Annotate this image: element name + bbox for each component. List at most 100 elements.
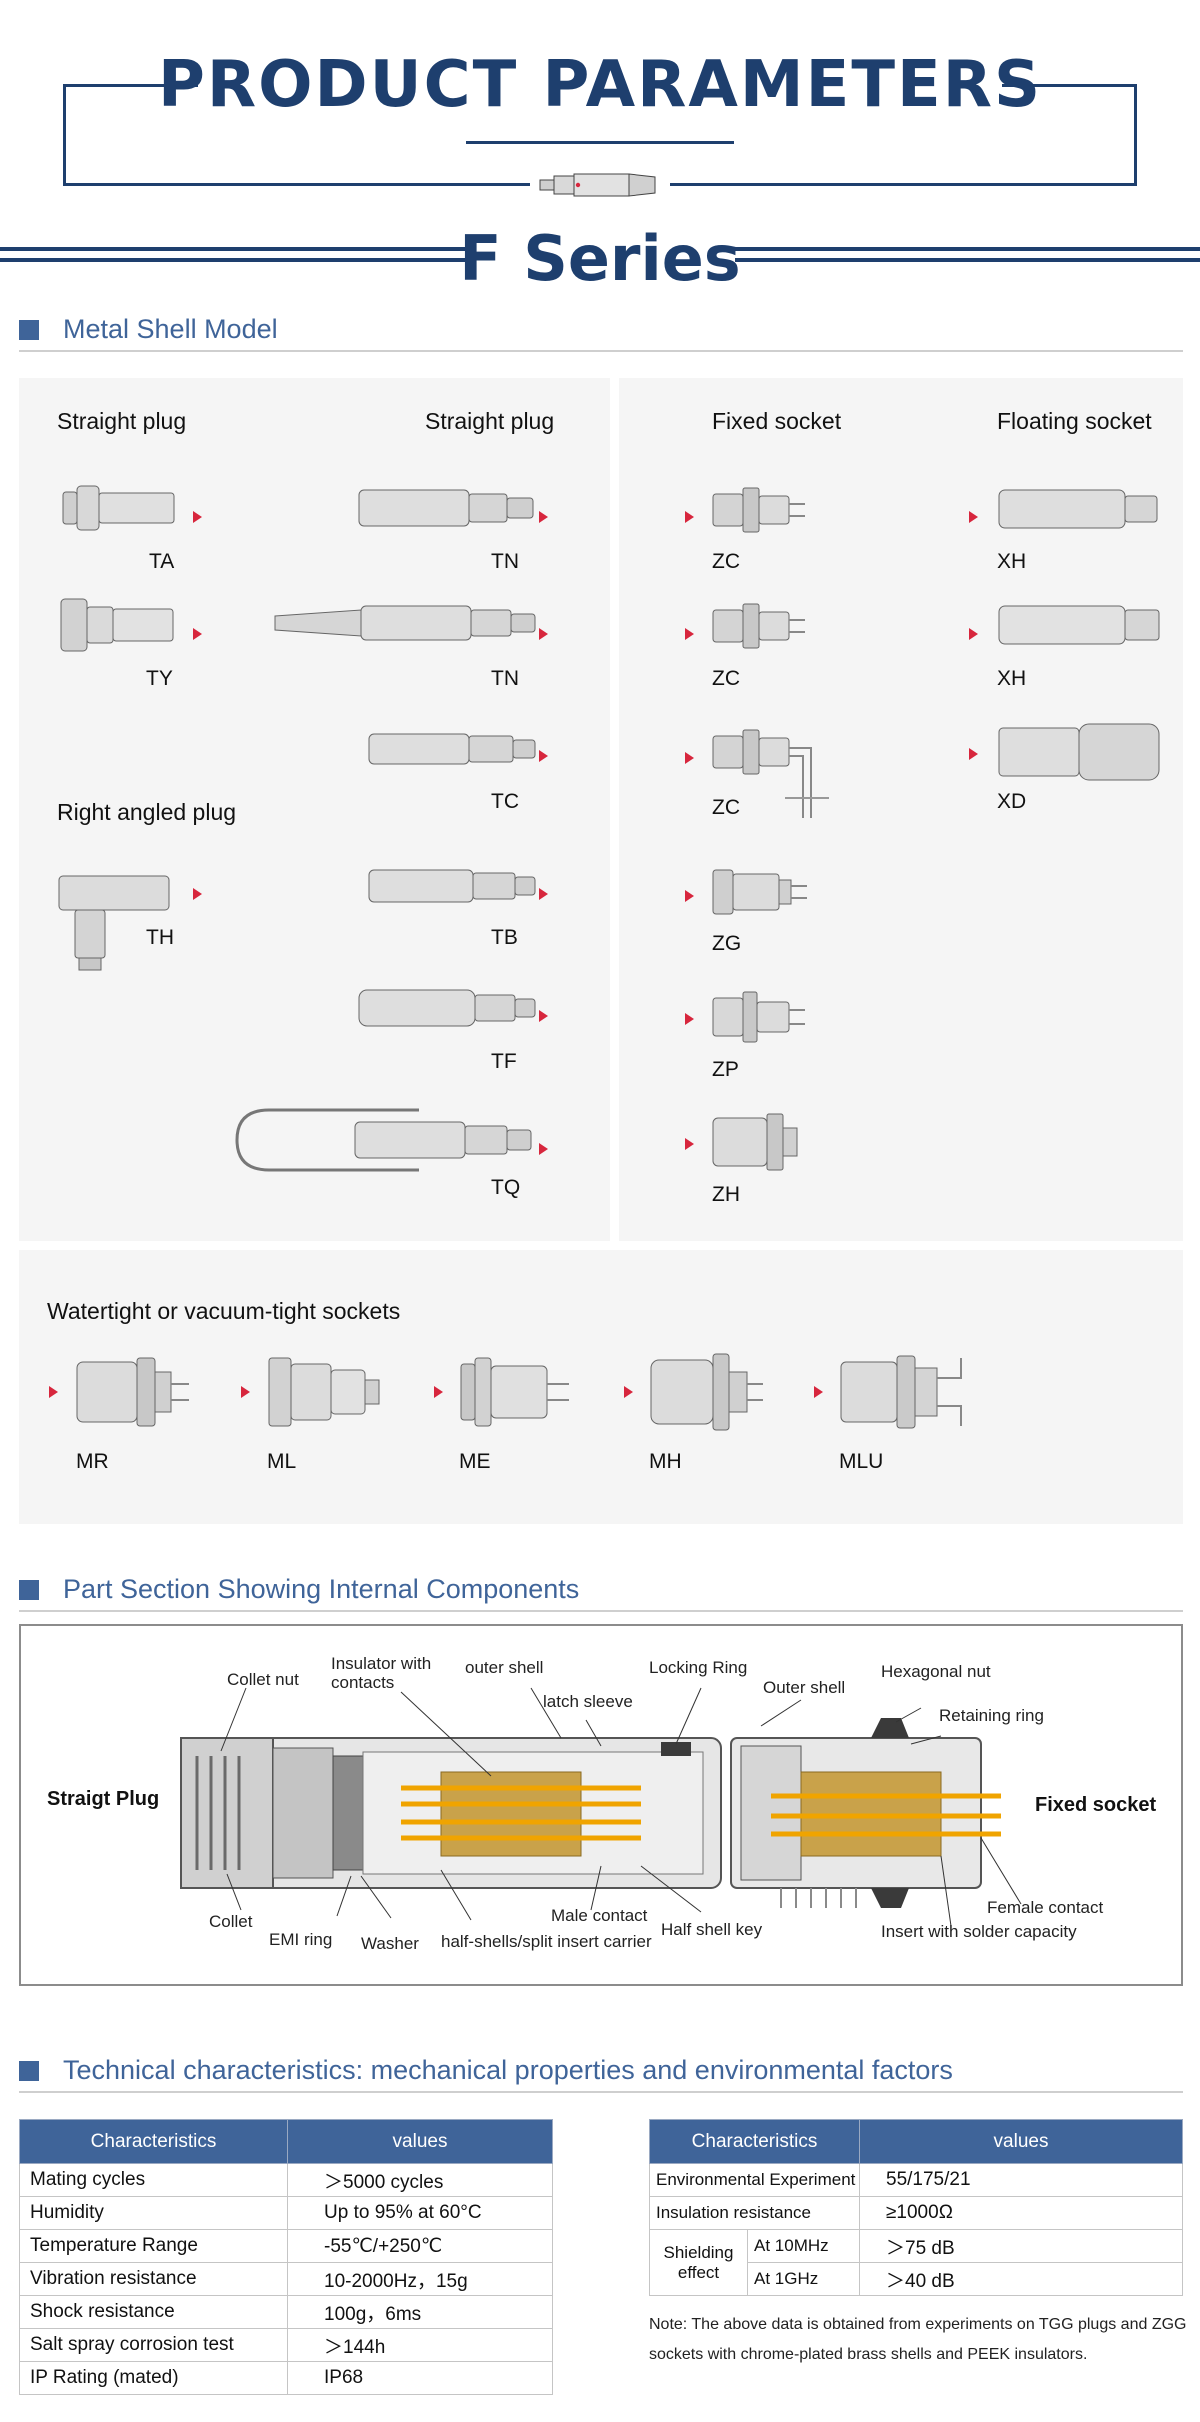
red-arrow-icon	[685, 752, 694, 764]
section-heading-technical: Technical characteristics: mechanical pr…	[19, 2049, 1183, 2093]
sockets-panel: Fixed socket Floating socket ZC ZC ZC	[619, 378, 1183, 1241]
cell-value: ＞144h	[287, 2328, 553, 2362]
callout-half-shell-key: Half shell key	[661, 1920, 763, 1939]
header-underline	[466, 141, 734, 144]
socket-zc-image	[712, 487, 805, 533]
plug-ty-image	[60, 598, 174, 652]
plug-tb-image	[368, 869, 536, 903]
socket-me-image	[460, 1357, 569, 1427]
page-title: PRODUCT PARAMETERS	[157, 48, 1043, 122]
model-code: MH	[649, 1450, 682, 1473]
socket-zc-image	[712, 603, 805, 649]
section-title: Part Section Showing Internal Components	[63, 1574, 580, 1604]
series-line-left-2	[0, 258, 465, 262]
socket-mr-image	[76, 1357, 189, 1427]
callout-half-shells: half-shells/split insert carrier	[441, 1932, 652, 1951]
red-arrow-icon	[193, 888, 202, 900]
footnote: Note: The above data is obtained from ex…	[649, 2316, 1187, 2363]
cell-label: Shielding effect	[649, 2229, 748, 2296]
red-arrow-icon	[969, 511, 978, 523]
callout-hexagonal-nut: Hexagonal nut	[881, 1662, 991, 1681]
model-code: ZC	[712, 796, 740, 819]
callout-insert-solder: Insert with solder capacity	[881, 1922, 1077, 1941]
model-code: TY	[146, 667, 173, 690]
model-code: ME	[459, 1450, 491, 1473]
header-frame-top-left	[63, 84, 198, 87]
cell-label: Temperature Range	[19, 2229, 288, 2263]
model-code: ML	[267, 1450, 297, 1473]
red-arrow-icon	[685, 1138, 694, 1150]
cell-label: At 1GHz	[747, 2262, 860, 2296]
socket-xh-image	[998, 605, 1160, 645]
red-arrow-icon	[434, 1386, 443, 1398]
socket-zg-image	[712, 869, 807, 915]
series-line-right-2	[735, 258, 1200, 262]
model-code: MLU	[839, 1450, 884, 1473]
table-header-row: Characteristics values	[649, 2119, 1183, 2164]
column-header: Characteristics	[19, 2119, 288, 2164]
table-row: Salt spray corrosion test＞144h	[19, 2328, 553, 2362]
callout-collet-nut: Collet nut	[227, 1670, 299, 1689]
callout-male-contact: Male contact	[551, 1906, 648, 1925]
cell-value: ＞40 dB	[859, 2262, 1183, 2296]
callout-collet: Collet	[209, 1912, 253, 1931]
callout-outer-shell-socket: Outer shell	[763, 1678, 846, 1697]
socket-xd-image	[998, 723, 1160, 781]
model-code: TA	[149, 550, 175, 573]
cell-value: 100g，6ms	[287, 2295, 553, 2329]
callout-retaining-ring: Retaining ring	[939, 1706, 1044, 1725]
red-arrow-icon	[539, 750, 548, 762]
red-arrow-icon	[193, 511, 202, 523]
socket-xh-image	[998, 489, 1158, 529]
red-arrow-icon	[539, 888, 548, 900]
section-marker	[19, 2061, 39, 2081]
cell-value: Up to 95% at 60°C	[287, 2196, 553, 2230]
model-code: ZC	[712, 667, 740, 690]
red-arrow-icon	[685, 511, 694, 523]
cell-label: Vibration resistance	[19, 2262, 288, 2296]
cell-label: At 10MHz	[747, 2229, 860, 2263]
page-header: PRODUCT PARAMETERS F Series	[0, 0, 1200, 300]
cross-section-diagram: Straigt Plug Fixed socket Collet nut Ins…	[19, 1624, 1183, 1986]
model-code: ZP	[712, 1058, 739, 1081]
fixed-socket-label: Fixed socket	[712, 408, 842, 434]
plug-tn-long-image	[274, 605, 536, 641]
callout-outer-shell: outer shell	[465, 1658, 544, 1677]
table-row: Environmental Experiment 55/175/21	[649, 2163, 1183, 2197]
callout-locking-ring: Locking Ring	[649, 1658, 748, 1677]
socket-side-label: Fixed socket	[1035, 1794, 1157, 1816]
socket-zc-pcb-image	[712, 729, 829, 818]
series-line-left-1	[0, 247, 465, 251]
section-marker	[19, 320, 39, 340]
callout-washer: Washer	[361, 1934, 419, 1953]
red-arrow-icon	[49, 1386, 58, 1398]
model-code: ZH	[712, 1183, 740, 1206]
cell-label: Mating cycles	[19, 2163, 288, 2197]
column-header: values	[859, 2119, 1183, 2164]
right-angled-plug-label: Right angled plug	[57, 799, 237, 825]
red-arrow-icon	[969, 748, 978, 760]
cell-value: ＞75 dB	[859, 2229, 1183, 2263]
plug-side-label: Straigt Plug	[47, 1788, 160, 1810]
red-arrow-icon	[241, 1386, 250, 1398]
model-code: TB	[491, 926, 518, 949]
callout-female-contact: Female contact	[987, 1898, 1104, 1917]
red-arrow-icon	[193, 628, 202, 640]
model-code: ZC	[712, 550, 740, 573]
plug-tq-image	[235, 1108, 532, 1172]
red-arrow-icon	[685, 1013, 694, 1025]
callout-insulator: Insulator with contacts	[331, 1654, 432, 1692]
model-code: TH	[146, 926, 174, 949]
red-arrow-icon	[539, 628, 548, 640]
callout-latch-sleeve: latch sleeve	[543, 1692, 633, 1711]
plug-ta-image	[62, 485, 175, 531]
model-code: XH	[997, 550, 1027, 573]
red-arrow-icon	[969, 628, 978, 640]
section-title: Metal Shell Model	[63, 314, 278, 344]
section-title: Technical characteristics: mechanical pr…	[63, 2055, 953, 2085]
cell-label: Shock resistance	[19, 2295, 288, 2329]
model-code: MR	[76, 1450, 109, 1473]
straight-plug-label: Straight plug	[57, 408, 187, 434]
